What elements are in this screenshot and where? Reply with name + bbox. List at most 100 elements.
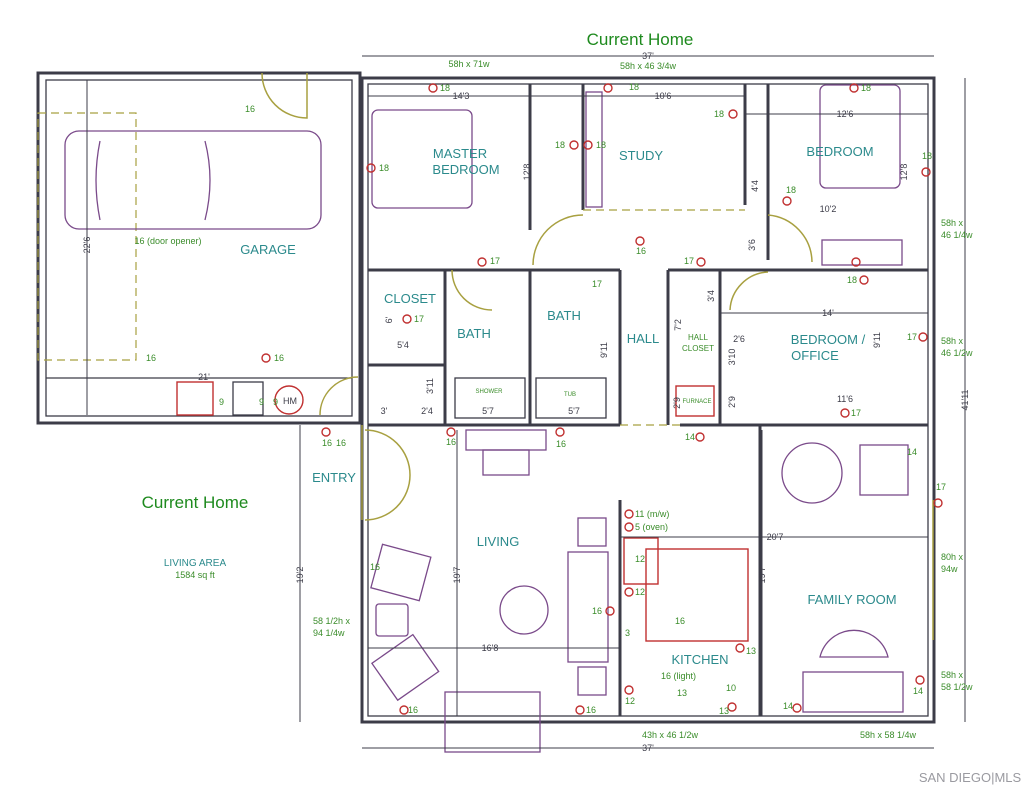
outlet-icon — [605, 606, 615, 616]
note: 13 — [677, 688, 687, 698]
outlet-icon — [727, 702, 737, 712]
outlet-icon — [624, 522, 634, 532]
note: 12 — [625, 696, 635, 706]
outlet-icon — [555, 427, 565, 437]
note: 18 — [379, 163, 389, 173]
room-bath-2: BATH — [547, 308, 581, 323]
dim-closet-w: 5'4 — [397, 340, 409, 350]
room-garage: GARAGE — [240, 242, 296, 257]
note: 14 — [913, 686, 923, 696]
note-door-opener: 16 (door opener) — [134, 236, 201, 246]
window-slider-1: 80h x — [941, 552, 964, 562]
dim-hallcl-h: 3'4 — [706, 290, 716, 302]
tub-label: TUB — [564, 392, 576, 398]
outlet-icon — [849, 83, 859, 93]
window-bedroom-2: 46 1/4w — [941, 230, 973, 240]
outlet-icon — [859, 275, 869, 285]
car-outline — [64, 130, 322, 230]
room-labels: MASTER BEDROOM STUDY BEDROOM GARAGE CLOS… — [240, 144, 896, 667]
outlet-icon — [624, 685, 634, 695]
dim-bath-h: 9'11 — [599, 342, 609, 358]
note: 16 — [245, 104, 255, 114]
dim-garage-w: 21' — [198, 372, 210, 382]
living-area-value: 1584 sq ft — [175, 570, 215, 580]
room-closet: CLOSET — [384, 291, 436, 306]
room-office-1: BEDROOM / — [791, 332, 866, 347]
dim-living-w: 16'8 — [482, 643, 499, 653]
outlet-icon — [477, 257, 487, 267]
dim-closet-nook: 4'4 — [750, 180, 760, 192]
note: 18 — [847, 275, 857, 285]
note: 17 — [684, 256, 694, 266]
note: 18 — [861, 83, 871, 93]
note: 17 — [490, 256, 500, 266]
dim-bedroom-w: 12'6 — [837, 109, 854, 119]
dim-office-cl-h2: 2'9 — [727, 396, 737, 408]
window-family-2: 58 1/2w — [941, 682, 973, 692]
note: 9 — [219, 397, 224, 407]
outlet-icon — [851, 257, 861, 267]
dim-entry-h: 19'2 — [295, 567, 305, 584]
dim-laundry-h: 3'11 — [425, 378, 435, 394]
light-icon — [261, 353, 271, 363]
fixture-markers — [261, 83, 943, 715]
outlet-icon — [624, 509, 634, 519]
dim-living-h: 19'7 — [452, 567, 462, 584]
dimension-labels: 37' 37' 41'11 14'3 12'8 10'6 12'6 12'8 1… — [82, 51, 970, 753]
note: 13 — [746, 646, 756, 656]
outlet-icon — [728, 109, 738, 119]
note: 16 — [446, 437, 456, 447]
window-slider-2: 94w — [941, 564, 958, 574]
note: 12 — [635, 587, 645, 597]
electrical-notes: 16 (door opener) 16 16 16 9 9 9 HM 11 (m… — [134, 82, 946, 716]
outlet-icon — [624, 587, 634, 597]
room-family: FAMILY ROOM — [807, 592, 896, 607]
note: 14 — [685, 432, 695, 442]
window-kitchen: 43h x 46 1/2w — [642, 730, 699, 740]
top-title: Current Home — [587, 30, 694, 49]
dim-shower-w: 5'7 — [482, 406, 494, 416]
room-bath-1: BATH — [457, 326, 491, 341]
outlet-icon — [782, 196, 792, 206]
note: 16 (light) — [661, 671, 696, 681]
note: 17 — [851, 408, 861, 418]
note: 16 — [370, 562, 380, 572]
water-heater-label: HM — [283, 396, 297, 406]
dim-hall-nook: 3'6 — [747, 239, 757, 251]
note: 16 — [322, 438, 332, 448]
dim-master-w: 14'3 — [453, 91, 470, 101]
note: 16 — [586, 705, 596, 715]
window-master: 58h x 71w — [448, 59, 490, 69]
window-study: 58h x 46 3/4w — [620, 61, 677, 71]
room-hall-closet-1: HALL — [688, 333, 709, 342]
window-living-1: 58 1/2h x — [313, 616, 351, 626]
dim-office-w2: 11'6 — [837, 394, 853, 404]
note: 16 — [636, 246, 646, 256]
outlet-icon — [840, 408, 850, 418]
light-icon — [402, 314, 412, 324]
fireplace — [444, 691, 541, 753]
note: 3 — [625, 628, 630, 638]
window-office-2: 46 1/2w — [941, 348, 973, 358]
outlet-icon — [918, 332, 928, 342]
window-office-1: 58h x — [941, 336, 964, 346]
room-living: LIVING — [477, 534, 520, 549]
side-title: Current Home — [142, 493, 249, 512]
room-study: STUDY — [619, 148, 663, 163]
coffee-table — [499, 585, 549, 635]
outlet-icon — [399, 705, 409, 715]
garage — [36, 71, 362, 425]
outlet-icon — [933, 498, 943, 508]
note: 18 — [555, 140, 565, 150]
room-office-2: OFFICE — [791, 348, 839, 363]
bedroom-bed — [819, 84, 901, 189]
note: 18 — [786, 185, 796, 195]
outlet-icon — [583, 140, 593, 150]
outlet-icon — [569, 140, 579, 150]
note: 14 — [907, 447, 917, 457]
room-hall-closet-2: CLOSET — [682, 344, 714, 353]
mls-logo: SAN DIEGO|MLS — [919, 770, 1022, 785]
note: 16 — [408, 705, 418, 715]
water-heater-icon — [274, 385, 304, 415]
light-icon — [321, 427, 331, 437]
